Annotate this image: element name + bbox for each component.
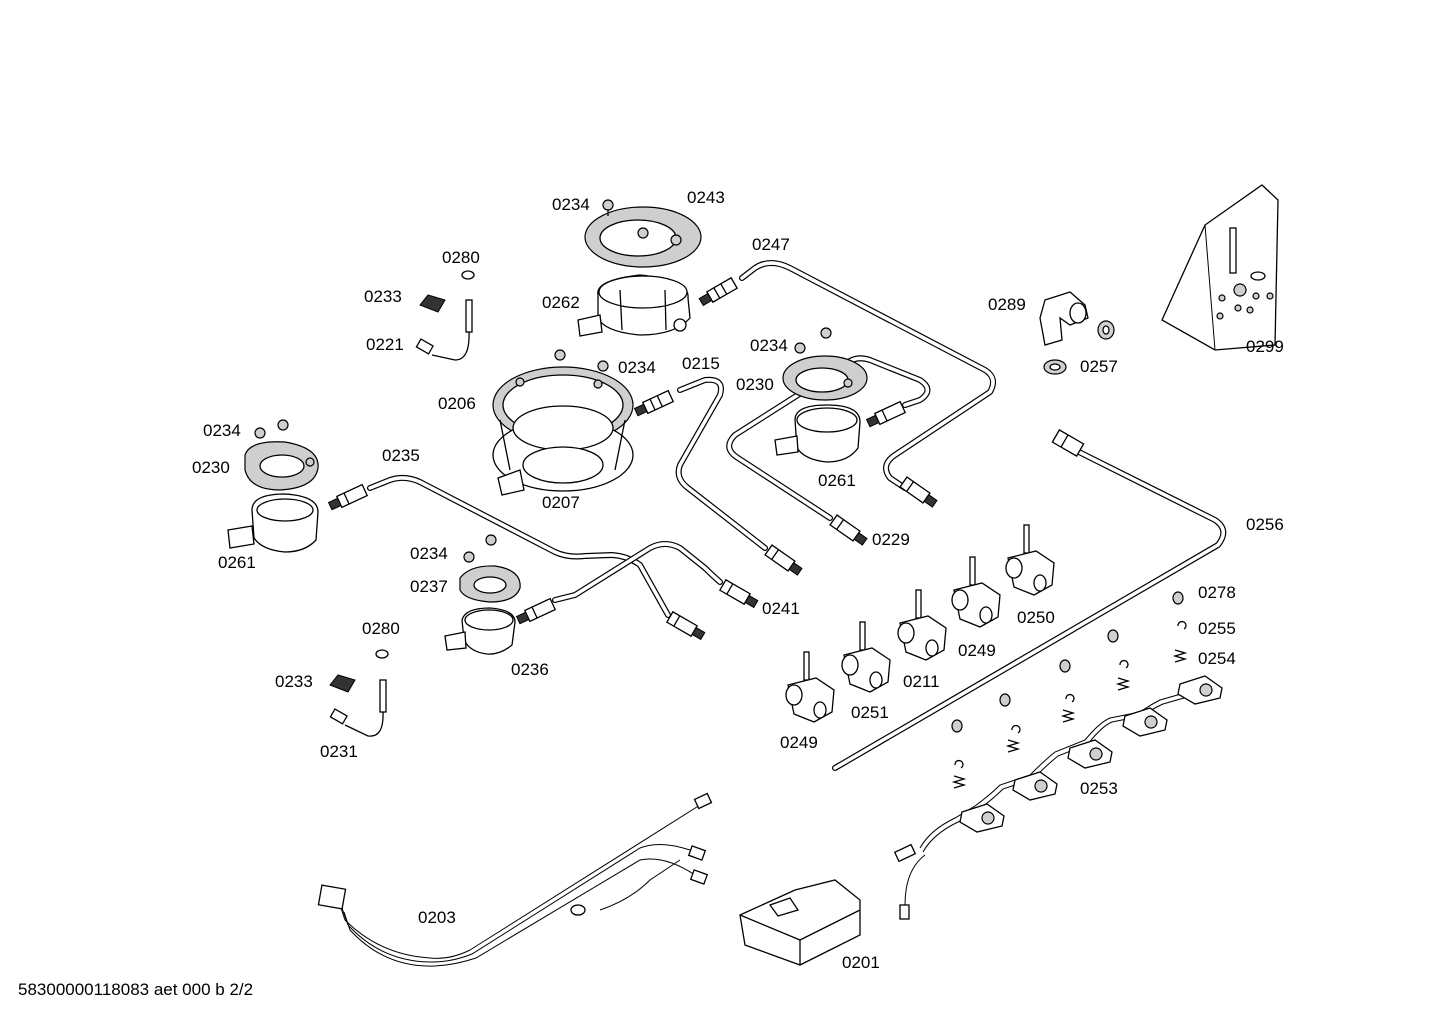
label-0229: 0229 [872,530,910,549]
label-0206: 0206 [438,394,476,413]
label-0249: 0249 [780,733,818,752]
nozzle-0247 [698,276,739,307]
label-0289: 0289 [988,295,1026,314]
burner-0262 [577,206,702,337]
label-0234: 0234 [618,358,656,377]
elbow-connector-0289 [1039,291,1115,375]
nozzle-0241-b [718,578,759,609]
label-0233: 0233 [275,672,313,691]
wiring-harness-0203 [317,792,713,967]
gas-pipes [367,260,1227,771]
label-0255: 0255 [1198,619,1236,638]
small-parts-row [951,591,1188,789]
burner-0236 [444,534,521,655]
gas-tap-1 [785,651,835,723]
label-0243: 0243 [687,188,725,207]
ignition-switches-0253 [893,675,1223,920]
nozzle-0215 [633,389,675,417]
burner-0261-left [227,419,319,553]
label-0254: 0254 [1198,649,1236,668]
label-0234: 0234 [552,195,590,214]
label-0230: 0230 [192,458,230,477]
label-0278: 0278 [1198,583,1236,602]
label-0253: 0253 [1080,779,1118,798]
nozzle-0215-b [764,544,803,576]
nozzle-0256 [1051,429,1085,457]
parts-bag-0299 [1161,184,1279,351]
nozzle-0247-b [899,476,938,508]
gas-tap-2 [841,621,891,693]
burner-0206 [492,349,634,496]
document-id-footer: 58300000118083 aet 000 b 2/2 [18,980,254,999]
label-0251: 0251 [851,703,889,722]
label-0257: 0257 [1080,357,1118,376]
gas-taps [785,524,1055,723]
gas-tap-4 [951,556,1001,628]
burner-0261-right [774,327,868,463]
label-0207: 0207 [542,493,580,512]
thermocouple-0231 [329,649,389,737]
nozzle-0229-a [865,400,907,428]
nozzle-0235 [327,483,369,511]
label-0237: 0237 [410,577,448,596]
label-0256: 0256 [1246,515,1284,534]
label-0261: 0261 [218,553,256,572]
label-0234: 0234 [410,544,448,563]
label-0233: 0233 [364,287,402,306]
label-0211: 0211 [903,672,940,691]
label-0250: 0250 [1017,608,1055,627]
nozzle-0235-b [665,610,706,641]
label-0299: 0299 [1246,337,1284,356]
label-0280: 0280 [442,248,480,267]
gas-tap-5 [1005,524,1055,596]
label-0203: 0203 [418,908,456,927]
label-0261: 0261 [818,471,856,490]
nozzle-0241-a [515,597,557,625]
label-0234: 0234 [750,336,788,355]
label-0262: 0262 [542,293,580,312]
ignition-module-0201 [739,879,861,966]
label-0249: 0249 [958,641,996,660]
nozzle-0229-b [829,514,868,546]
pipe-fittings [327,276,1085,641]
label-0247: 0247 [752,235,790,254]
label-0230: 0230 [736,375,774,394]
part-labels: 0234 0243 0247 0280 0233 0262 0221 0234 … [192,188,1284,972]
screws-top [602,199,682,246]
thermocouple-0221 [415,270,475,361]
label-0280: 0280 [362,619,400,638]
label-0215: 0215 [682,354,720,373]
label-0241: 0241 [762,599,800,618]
gas-tap-3 [897,589,947,661]
label-0231: 0231 [320,742,358,761]
label-0235: 0235 [382,446,420,465]
label-0221: 0221 [366,335,404,354]
label-0201: 0201 [842,953,880,972]
label-0234: 0234 [203,421,241,440]
label-0236: 0236 [511,660,549,679]
